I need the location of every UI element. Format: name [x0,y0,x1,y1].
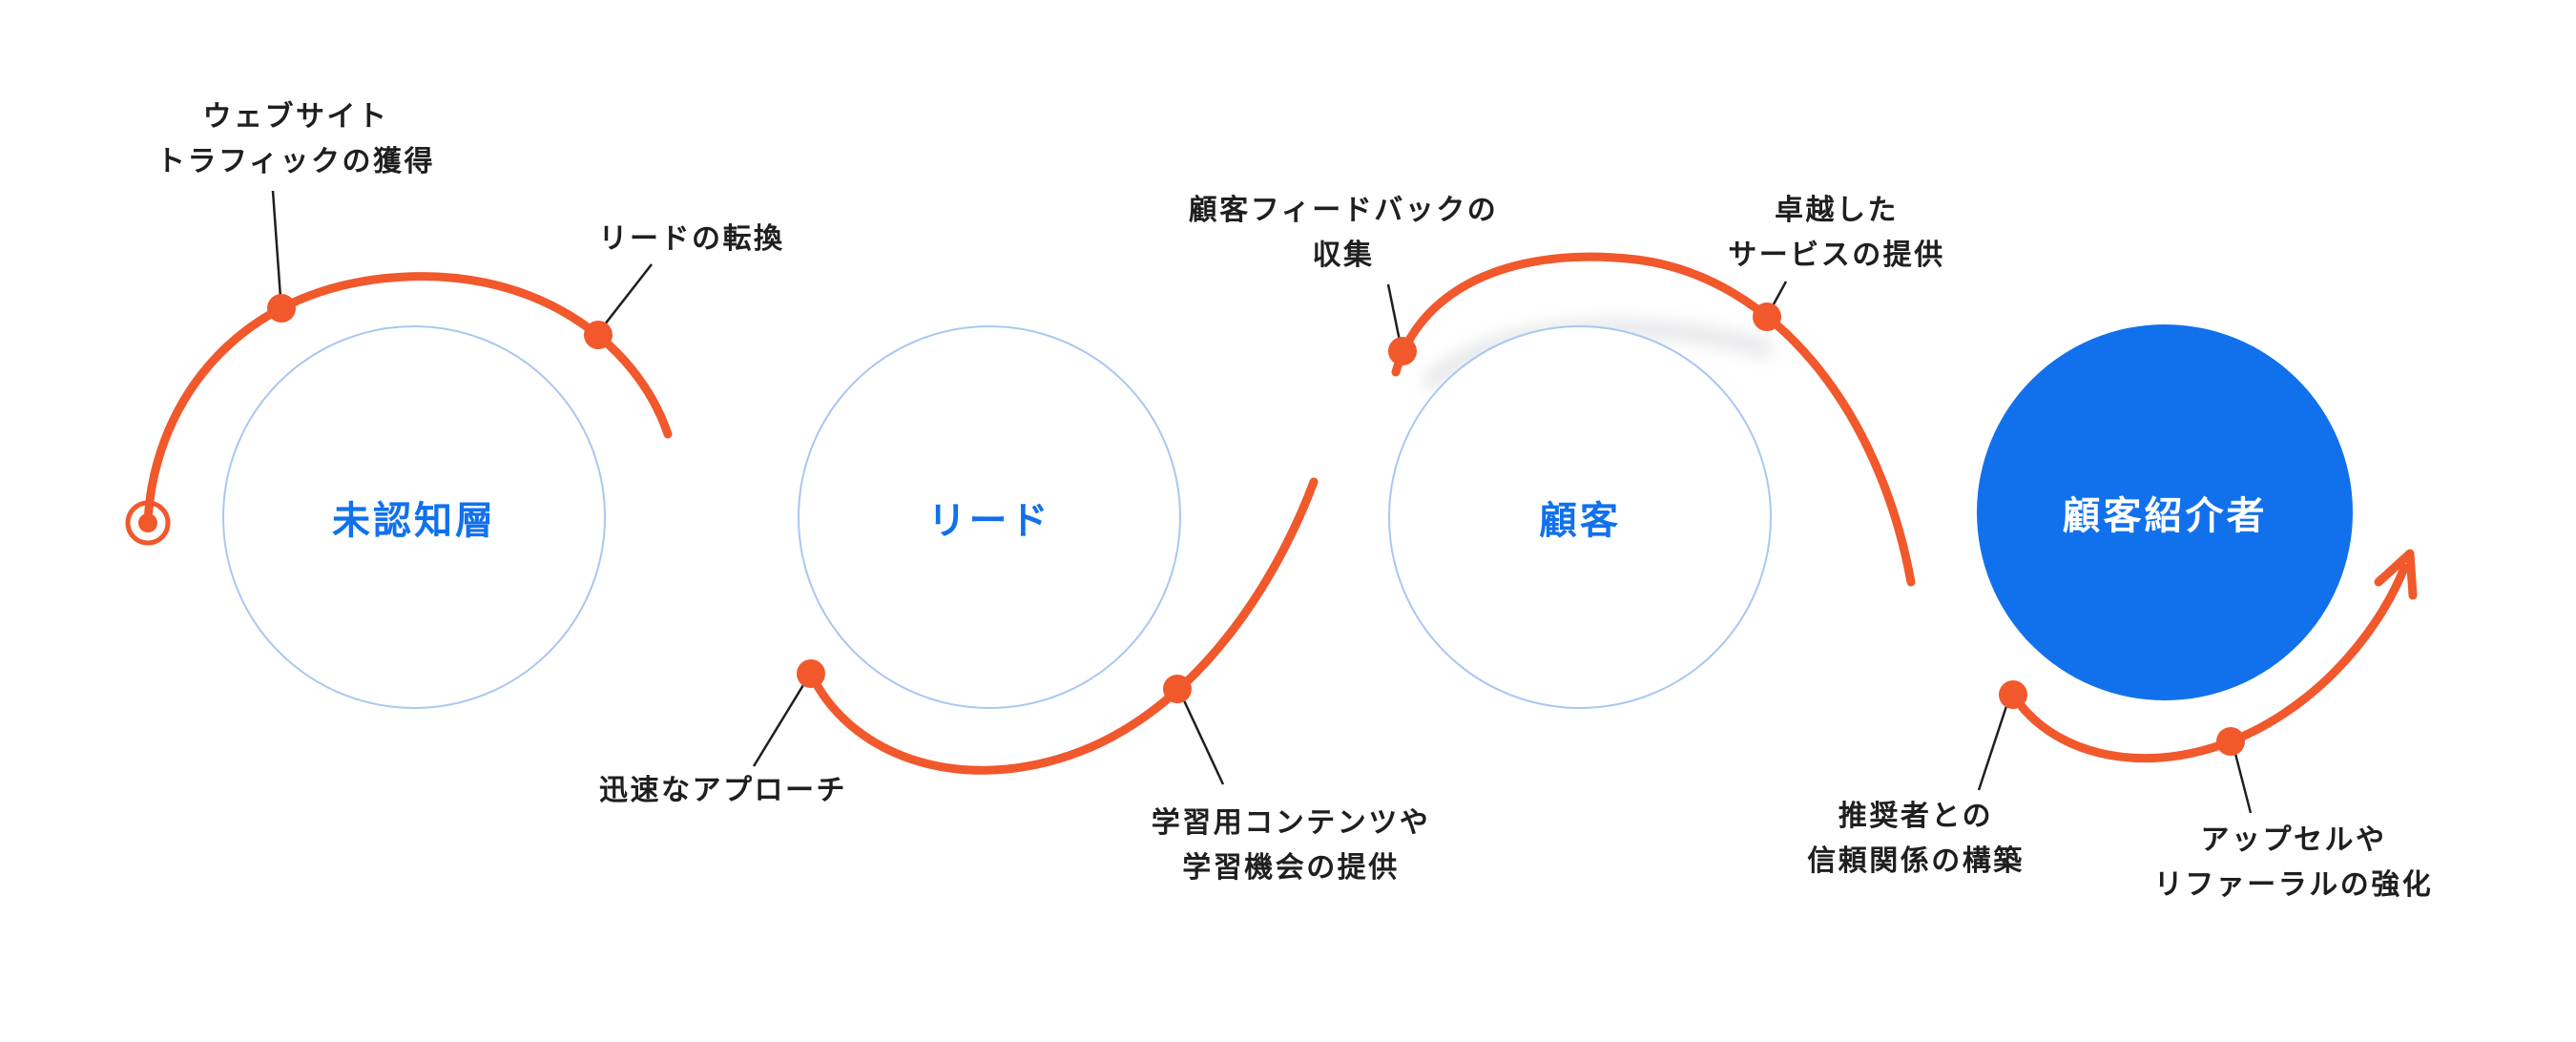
stage-label-referrer: 顧客紹介者 [2062,495,2268,537]
arc-customer-service [1391,252,1916,587]
stage-label-unaware: 未認知層 [332,500,496,542]
start-point-marker-ring [125,500,171,546]
node-dot-feedback-collection [1388,337,1417,365]
connector-learning-content [1181,698,1225,785]
annotation-website-traffic: ウェブサイト トラフィックの獲得 [156,101,435,177]
stage-label-lead: リード [927,500,1051,542]
annotation-advocate-trust: 推奨者との 信頼関係の構築 [1807,801,2025,877]
connector-lead-conversion [600,263,653,330]
node-dot-advocate-trust [1999,680,2027,709]
arc-lead-nurturing [806,477,1319,775]
annotation-excellent-service: 卓越した サービスの提供 [1728,195,1945,271]
node-dot-website-traffic [267,294,296,323]
node-dot-lead-conversion [584,321,613,349]
connector-upsell-referral [2233,749,2253,814]
node-dot-learning-content [1163,675,1192,703]
arrow-head-icon [2374,549,2418,600]
annotation-upsell-referral: アップセルや リファーラルの強化 [2153,824,2434,901]
node-dot-rapid-approach [797,659,825,688]
stage-circle-referrer: 顧客紹介者 [1977,324,2353,700]
stage-circle-lead: リード [798,325,1181,709]
stage-circle-unaware: 未認知層 [222,325,606,709]
stage-circle-customer: 顧客 [1388,325,1772,709]
connector-feedback-collection [1386,283,1402,346]
stage-label-customer: 顧客 [1539,500,1621,542]
annotation-rapid-approach: 迅速なアプローチ [599,775,847,806]
annotation-lead-conversion: リードの転換 [598,223,785,255]
arc-awareness [143,272,673,528]
annotation-learning-content: 学習用コンテンツや 学習機会の提供 [1151,807,1431,884]
annotation-feedback-collection: 顧客フィードバックの 収集 [1188,195,1499,271]
node-dot-upsell-referral [2216,727,2245,756]
connector-advocate-trust [1977,702,2009,791]
connector-website-traffic [271,190,282,299]
start-point-marker-dot [138,513,157,532]
connector-rapid-approach [752,679,808,767]
node-dot-excellent-service [1753,302,1781,331]
